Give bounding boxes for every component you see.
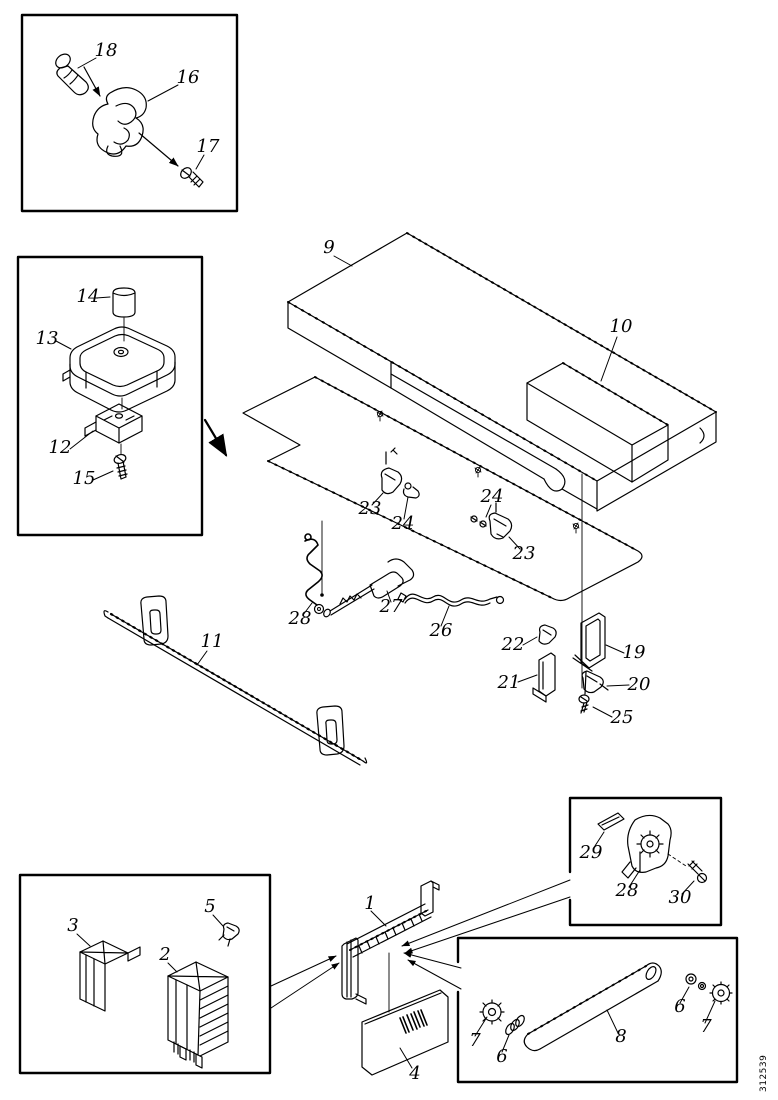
inset-box-motor-detail: [568, 796, 723, 927]
plate-screw-marks: [376, 410, 580, 534]
callout-7-left: 7: [469, 1030, 481, 1051]
callout-11: 11: [201, 631, 224, 652]
callout-25: 25: [610, 707, 634, 728]
edge-texture: [349, 909, 429, 951]
callout-29: 29: [579, 842, 603, 863]
callout-4: 4: [408, 1063, 420, 1084]
part-2-relay: [167, 961, 229, 1069]
part-6-bushing-right: [685, 973, 707, 991]
callout-8: 8: [615, 1026, 626, 1047]
barcode: [399, 1009, 428, 1034]
part-23-latch-left: [380, 447, 403, 495]
callout-5: 5: [204, 896, 215, 917]
callout-27: 27: [379, 596, 403, 617]
callout-13: 13: [36, 328, 59, 349]
callout-22: 22: [501, 634, 525, 655]
callout-23-right: 23: [512, 543, 536, 564]
callout-24-right: 24: [480, 486, 504, 507]
side-code: 312539: [759, 1055, 769, 1092]
part-20-clip: [581, 670, 609, 694]
part-16-hook-bracket: [92, 87, 147, 157]
callout-12: 12: [49, 437, 72, 458]
part-8-roller: [523, 962, 662, 1052]
part-21-bracket: [532, 652, 556, 703]
part-5-fastener: [218, 922, 240, 947]
inset-box-damper-detail: [16, 255, 204, 537]
transfer-arrow-to-plate: [203, 418, 228, 457]
edge-texture: [314, 376, 639, 552]
callout-16: 16: [177, 67, 200, 88]
part-25-screw: [578, 694, 590, 714]
callout-20: 20: [627, 674, 651, 695]
part-28-motor-bracket: [621, 814, 687, 879]
part-29-clip: [597, 812, 625, 831]
part-30-screw: [687, 860, 708, 884]
part-7-wheel-left: [479, 999, 505, 1025]
part-24-roller-left: [402, 482, 420, 499]
part-27-link-rod: [323, 558, 415, 618]
rail-bracket-right: [316, 705, 345, 756]
part-23-latch-right: [488, 512, 513, 540]
inset-box-roller-detail: [456, 936, 739, 1084]
part-13-tray: [62, 326, 176, 413]
part-15-screw: [113, 453, 128, 480]
callout-2: 2: [158, 944, 170, 965]
edge-texture: [562, 362, 669, 426]
part-12-bracket: [84, 403, 143, 444]
callout-30: 30: [669, 887, 692, 908]
part-7-wheel-right: [709, 981, 733, 1005]
part-6-bushing-left: [505, 1014, 525, 1036]
edge-texture: [287, 301, 598, 482]
callout-6-left: 6: [496, 1046, 507, 1067]
callout-26: 26: [429, 620, 453, 641]
callout-24-left: 24: [391, 513, 415, 534]
part-4-label-plate: [361, 989, 449, 1076]
callout-6-right: 6: [674, 996, 685, 1017]
callout-23-left: 23: [358, 498, 382, 519]
part-19-bracket: [572, 612, 606, 695]
callout-7-right: 7: [700, 1016, 712, 1037]
inset-box-relay-detail: [18, 873, 272, 1075]
callout-18: 18: [95, 40, 118, 61]
callout-1: 1: [364, 893, 375, 914]
callout-10: 10: [610, 316, 633, 337]
part-9-cover: [287, 232, 717, 512]
callout-15: 15: [73, 468, 96, 489]
part-11-rail: [103, 595, 368, 766]
part-18-plug: [55, 53, 89, 96]
inset-box-hook-detail: [20, 13, 239, 213]
part-26-cable: [397, 592, 505, 607]
assembly-axis-line: [120, 317, 125, 455]
callout-labels: 18 16 17 14 13 12 15 9 10 23 24 24 23 28…: [36, 40, 713, 1084]
part-1-rail: [341, 880, 440, 1013]
projection-lines: [320, 473, 583, 689]
edge-texture: [527, 965, 647, 1035]
part-3-relay: [79, 940, 141, 1012]
assembly-arrow-18-to-16: [83, 66, 101, 97]
callout-17: 17: [197, 136, 220, 157]
base-plate: [242, 376, 643, 602]
callout-14: 14: [77, 286, 100, 307]
callout-3: 3: [67, 915, 78, 936]
callout-9: 9: [323, 237, 334, 258]
leader-lines: [55, 57, 716, 1069]
part-22-clip: [538, 624, 557, 645]
part-17-screw: [180, 167, 204, 188]
assembly-arrow-16-to-17: [138, 132, 179, 167]
connection-lines: [270, 879, 571, 1009]
part-24-roller-right: [470, 502, 497, 528]
part-28-latch-lever: [304, 533, 325, 615]
callout-19: 19: [623, 642, 646, 663]
callout-21: 21: [497, 672, 521, 693]
rail-bracket-left: [140, 595, 169, 646]
part-14-cap: [112, 287, 136, 318]
part-10-block: [526, 362, 669, 483]
callout-28-inset: 28: [615, 880, 639, 901]
callout-28-plate: 28: [288, 608, 312, 629]
